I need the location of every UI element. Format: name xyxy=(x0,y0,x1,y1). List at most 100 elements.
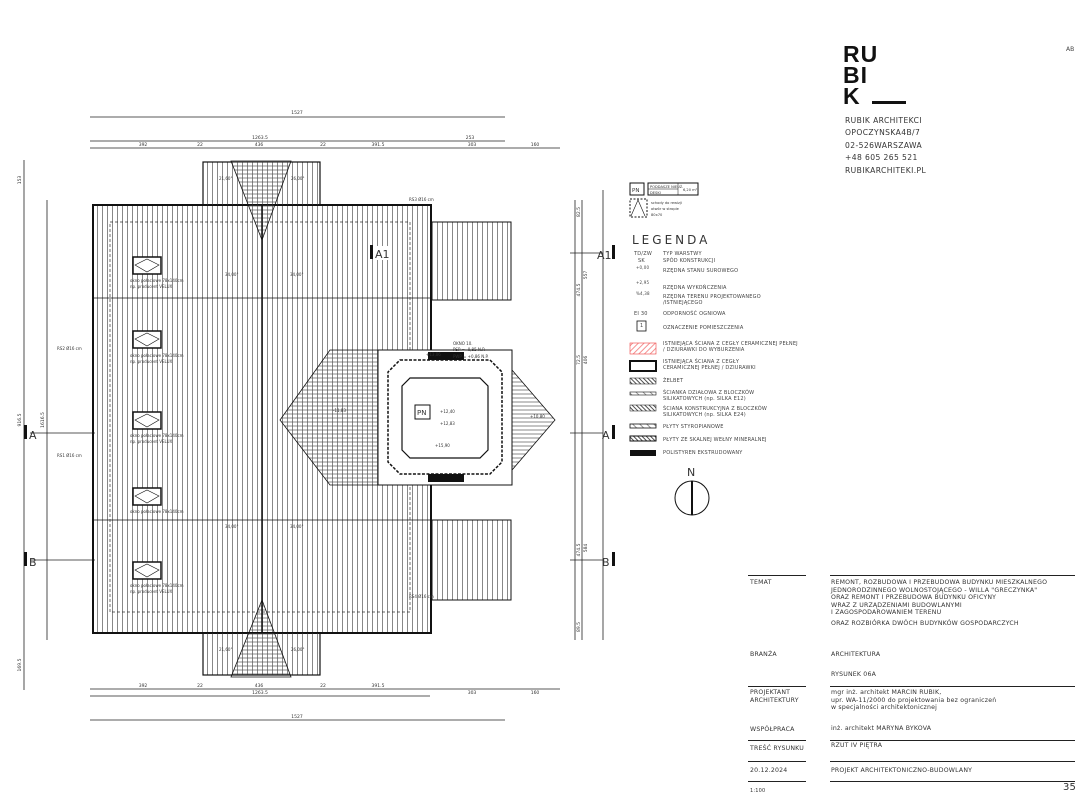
top-dimensions xyxy=(90,116,560,721)
window-note: okno połaciowe 78x140cm xyxy=(130,583,184,588)
slope-label: 34,00° xyxy=(225,272,238,277)
legend-label: ISTNIEJĄCA ŚCIANA Z CEGŁY CERAMICZNEJ PE… xyxy=(663,359,756,371)
slope-label: 26,00° xyxy=(291,647,304,652)
dim-seg: 391.5 xyxy=(372,142,385,148)
tower-room-tag: PN xyxy=(417,409,426,417)
firm-street: OPOCZYNSKA4B/7 xyxy=(845,128,921,138)
temat-line: REMONT, ROZBUDOWA I PRZEBUDOWA BUDYNKU M… xyxy=(831,579,1048,586)
dim-sub-bottom: 1263.5 xyxy=(252,690,268,696)
legend-label: PŁYTY ZE SKALNEJ WEŁNY MINERALNEJ xyxy=(663,437,767,443)
section-a-right: A xyxy=(602,429,610,442)
dim-seg: 303 xyxy=(468,690,477,696)
legend-symbol: 1 xyxy=(640,323,644,329)
dim-seg: 436 xyxy=(255,683,264,689)
firm-city: 02-526WARSZAWA xyxy=(845,140,923,150)
legend-label: ŚCIANA KONSTRUKCYJNA Z BLOCZKÓW SILIKATO… xyxy=(663,406,768,418)
section-b-right: B xyxy=(602,556,610,569)
roof-windows xyxy=(132,256,162,580)
firm-web: RUBIKARCHITEKI.PL xyxy=(845,165,927,175)
dim-right: 89.5 xyxy=(576,622,582,632)
branza-label: BRANŻA xyxy=(750,651,777,658)
dim-right: 72.5 xyxy=(576,355,582,365)
phase: PROJEKT ARCHITEKTONICZNO-BUDOWLANY xyxy=(831,767,973,774)
firm-address: RUBIK ARCHITEKCI OPOCZYNSKA4B/7 02-526WA… xyxy=(845,115,926,177)
legend-label: ISTNIEJĄCA ŚCIANA Z CEGŁY CERAMICZNEJ PE… xyxy=(663,341,798,353)
level-mark: +10,80 xyxy=(530,414,545,419)
legend-symbol: TD/ZW xyxy=(634,251,652,257)
dim-sub-top: 1263.5 xyxy=(252,135,268,141)
slope-label: 21,60° xyxy=(219,647,232,652)
dim-seg: 303 xyxy=(468,142,477,148)
dim-right: 474.5 xyxy=(576,283,582,296)
dim-seg: 22 xyxy=(320,142,326,148)
temat-line: WRAZ Z URZĄDZENIAMI BUDOWLANYMI xyxy=(831,601,962,609)
room-tag-area: 6,20 m² xyxy=(683,188,698,192)
slope-label: 21,60° xyxy=(219,176,232,181)
legend-label: TYP WARSTWY xyxy=(663,251,702,257)
logo-line: K xyxy=(843,83,861,109)
section-a1-right: A1 xyxy=(597,249,612,262)
legend-swatches xyxy=(629,320,657,456)
window-note: okno połaciowe 78x140cm xyxy=(130,509,184,514)
dim-seg: 392 xyxy=(139,142,148,148)
logo-bar xyxy=(872,101,906,104)
temat-line: ORAZ ROZBIÓRKA DWÓCH BUDYNKÓW GOSPODARCZ… xyxy=(831,619,1019,627)
dim-seg: 391.5 xyxy=(372,683,385,689)
window-note: np. producent VELUX xyxy=(130,439,172,444)
dim-right-top: 253 xyxy=(466,135,475,141)
north-label: N xyxy=(687,466,695,479)
dim-left: 916.5 xyxy=(17,413,23,426)
legend-label: RZĘDNA STANU SUROWEGO xyxy=(663,268,739,274)
pipe-label: RS2 Ø16 cm xyxy=(57,346,82,351)
room-tag-code: PN xyxy=(632,188,639,194)
date: 20.12.2024 xyxy=(750,767,788,774)
slope-label: 26,00° xyxy=(291,176,304,181)
level-mark: -11,83 xyxy=(333,408,346,413)
legend-label: OZNACZENIE POMIESZCZENIA xyxy=(663,325,744,331)
drawing-number: RYSUNEK 06A xyxy=(831,671,877,678)
corner-tag: AB xyxy=(1066,46,1075,53)
legend-label: RZĘDNA TERENU PROJEKTOWANEGO /ISTNIEJĄCE… xyxy=(663,294,761,306)
legend-symbol: +0,00 xyxy=(636,265,650,270)
temat-line: ORAZ REMONT I PRZEBUDOWA BUDYNKU OFICYNY xyxy=(831,594,997,602)
dim-left: 153 xyxy=(17,176,23,185)
wspolpraca-value: inż. architekt MARYNA BYKOVA xyxy=(831,725,932,732)
legend-label: POLISTYREN EKSTRUDOWANY xyxy=(663,450,743,456)
section-markers: A B A B A1 A1 xyxy=(24,245,615,569)
pwp-level: PWP = +0,86 N.P. xyxy=(453,354,489,359)
window-note: okno połaciowe 78x140cm xyxy=(130,433,184,438)
legend-symbol: +2,95 xyxy=(636,280,650,285)
firm-logo: RU BI K xyxy=(843,43,878,109)
section-a1-plan: A1 xyxy=(375,248,390,261)
dim-seg: 22 xyxy=(197,142,203,148)
room-tag xyxy=(629,182,699,218)
legend-label: ŚCIANKA DZIAŁOWA Z BLOCZKÓW SILIKATOWYCH… xyxy=(663,390,755,402)
sheet-number: 35 xyxy=(1063,782,1077,793)
dim-right: 406 xyxy=(583,356,589,365)
slope-label: 34,00° xyxy=(225,524,238,529)
dim-seg: 160 xyxy=(531,690,540,696)
legend-label: PŁYTY STYROPIANOWE xyxy=(663,424,724,430)
projektant-line: upr. WA-11/2000 do projektowania bez ogr… xyxy=(831,696,997,704)
firm-name: RUBIK ARCHITEKCI xyxy=(845,116,922,125)
temat-line: I ZAGOSPODAROWANIEM TERENU xyxy=(831,609,942,617)
dim-right: 82.5 xyxy=(576,207,582,217)
room-tag-name: DESKI xyxy=(650,191,661,195)
window-note: okno połaciowe 78x140cm xyxy=(130,278,184,283)
pipe-label: RS1 Ø16 cm xyxy=(57,453,82,458)
temat-line: JEDNORODZINNEGO WOLNOSTOJĄCEGO - WILLA "… xyxy=(831,586,1038,594)
level-mark: +15,90 xyxy=(435,443,450,448)
legend-label: ODPORNOŚĆ OGNIOWA xyxy=(663,311,726,317)
dim-left-inner: 1616.5 xyxy=(40,412,46,428)
north-arrow: N xyxy=(674,466,710,516)
firm-phone: +48 605 265 521 xyxy=(845,153,918,163)
section-b-left: B xyxy=(29,556,37,569)
dim-seg: 22 xyxy=(320,683,326,689)
branza-value: ARCHITEKTURA xyxy=(831,651,881,658)
dim-right: 557 xyxy=(583,271,589,280)
stair-note: otwór w stropie xyxy=(651,207,680,211)
section-a-left: A xyxy=(29,429,37,442)
level-mark: +12,83 xyxy=(440,421,455,426)
wspolpraca-label: WSPÓŁPRACA xyxy=(750,726,795,733)
legend-label: ŻELBET xyxy=(663,378,684,384)
